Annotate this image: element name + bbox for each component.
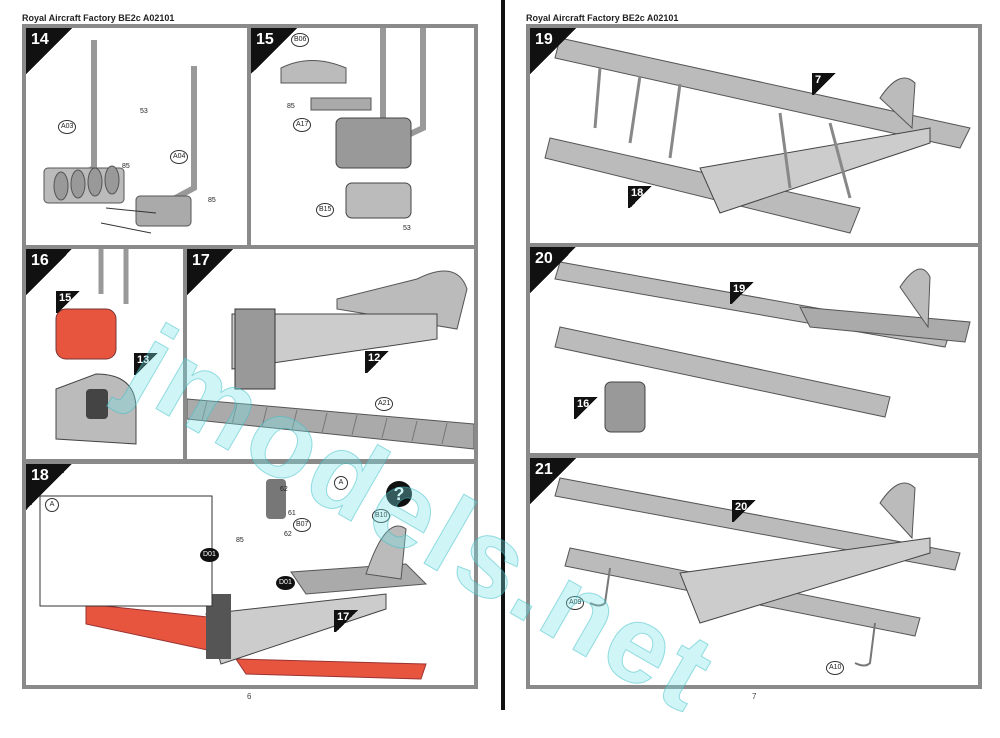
part-label: 85 — [287, 103, 295, 110]
step-number: 20 — [535, 250, 553, 267]
question-mark-icon: ? — [386, 481, 412, 507]
reference-number: 19 — [733, 283, 746, 295]
biplane-engine-install-illustration — [554, 261, 971, 433]
step-number: 18 — [31, 467, 49, 484]
step-reference-badge: 17 — [334, 610, 360, 632]
reference-number: 17 — [337, 611, 350, 623]
part-callout: A04 — [170, 150, 189, 164]
fuselage-wing-illustration — [187, 270, 474, 450]
part-label: 62 — [280, 486, 288, 493]
part-callout: A17 — [293, 118, 312, 132]
step-number: 21 — [535, 461, 553, 478]
part-callout: A03 — [58, 120, 77, 134]
reference-number: 15 — [59, 292, 72, 304]
part-callout: A21 — [375, 397, 394, 411]
reference-number: 7 — [815, 74, 822, 86]
step-19-panel: 19 7 18 — [530, 28, 978, 243]
part-label: 85 — [208, 197, 216, 204]
step-reference-badge: 7 — [812, 73, 838, 95]
step-reference-badge: 12 — [365, 351, 391, 373]
part-callout: B06 — [291, 33, 310, 47]
step-number-badge: 21 — [530, 458, 576, 504]
exhaust-illustration — [43, 40, 197, 234]
step-number: 16 — [31, 252, 49, 269]
step-reference-badge: 19 — [730, 282, 756, 304]
part-callout: D01 — [200, 548, 219, 562]
step-number: 19 — [535, 31, 553, 48]
step-16-panel: 16 15 13 — [26, 249, 183, 459]
reference-number: 18 — [631, 187, 644, 199]
biplane-upper-wing-illustration — [544, 37, 971, 234]
engine-cowl-illustration — [55, 249, 137, 445]
biplane-landing-gear-illustration — [554, 477, 961, 667]
step-number: 14 — [31, 31, 49, 48]
step-21-panel: 21 20 A09 A10 — [530, 458, 978, 685]
cockpit-assembly-illustration — [39, 479, 428, 680]
step-number-badge: 20 — [530, 247, 576, 293]
part-callout: B07 — [293, 518, 312, 532]
part-label: 62 — [284, 531, 292, 538]
step-number: 15 — [256, 31, 274, 48]
part-label: 53 — [140, 108, 148, 115]
step-reference-badge: 18 — [628, 186, 654, 208]
step-number-badge: 17 — [187, 249, 233, 295]
engine-illustration — [280, 28, 426, 219]
part-label: 85 — [236, 537, 244, 544]
reference-number: 20 — [735, 501, 748, 513]
page-number-right: 7 — [752, 692, 757, 701]
step-15-panel: 15 B06 85 A17 B15 53 — [251, 28, 474, 245]
step-number-badge: 15 — [251, 28, 297, 74]
step-reference-badge: 15 — [56, 291, 82, 313]
step-number-badge: 16 — [26, 249, 72, 295]
reference-number: 13 — [137, 354, 150, 366]
reference-number: 16 — [577, 398, 590, 410]
option-a-callout: A — [334, 476, 348, 490]
part-callout: B10 — [372, 509, 391, 523]
part-callout: D01 — [276, 576, 295, 590]
part-label: 53 — [403, 225, 411, 232]
part-label: 61 — [288, 510, 296, 517]
option-a-callout: A — [45, 498, 59, 512]
header-right: Royal Aircraft Factory BE2c A02101 — [526, 13, 679, 23]
step-14-panel: 14 A03 53 85 A04 85 — [26, 28, 247, 245]
step-reference-badge: 16 — [574, 397, 600, 419]
step-number-badge: 19 — [530, 28, 576, 74]
reference-number: 12 — [368, 352, 381, 364]
part-callout: A10 — [826, 661, 845, 675]
step-20-panel: 20 19 16 — [530, 247, 978, 453]
step-reference-badge: 20 — [732, 500, 758, 522]
step-17-panel: 17 12 A21 — [187, 249, 474, 459]
part-callout: B15 — [316, 203, 335, 217]
step-reference-badge: 13 — [134, 353, 160, 375]
page-number-left: 6 — [247, 692, 252, 701]
header-left: Royal Aircraft Factory BE2c A02101 — [22, 13, 175, 23]
step-number-badge: 14 — [26, 28, 72, 74]
step-18-panel: 18 A A 62 61 B07 62 85 D01 D01 B10 ? 17 — [26, 464, 474, 685]
page-divider — [501, 0, 505, 710]
part-callout: A09 — [566, 596, 585, 610]
part-label: 85 — [122, 163, 130, 170]
step-number: 17 — [192, 252, 210, 269]
